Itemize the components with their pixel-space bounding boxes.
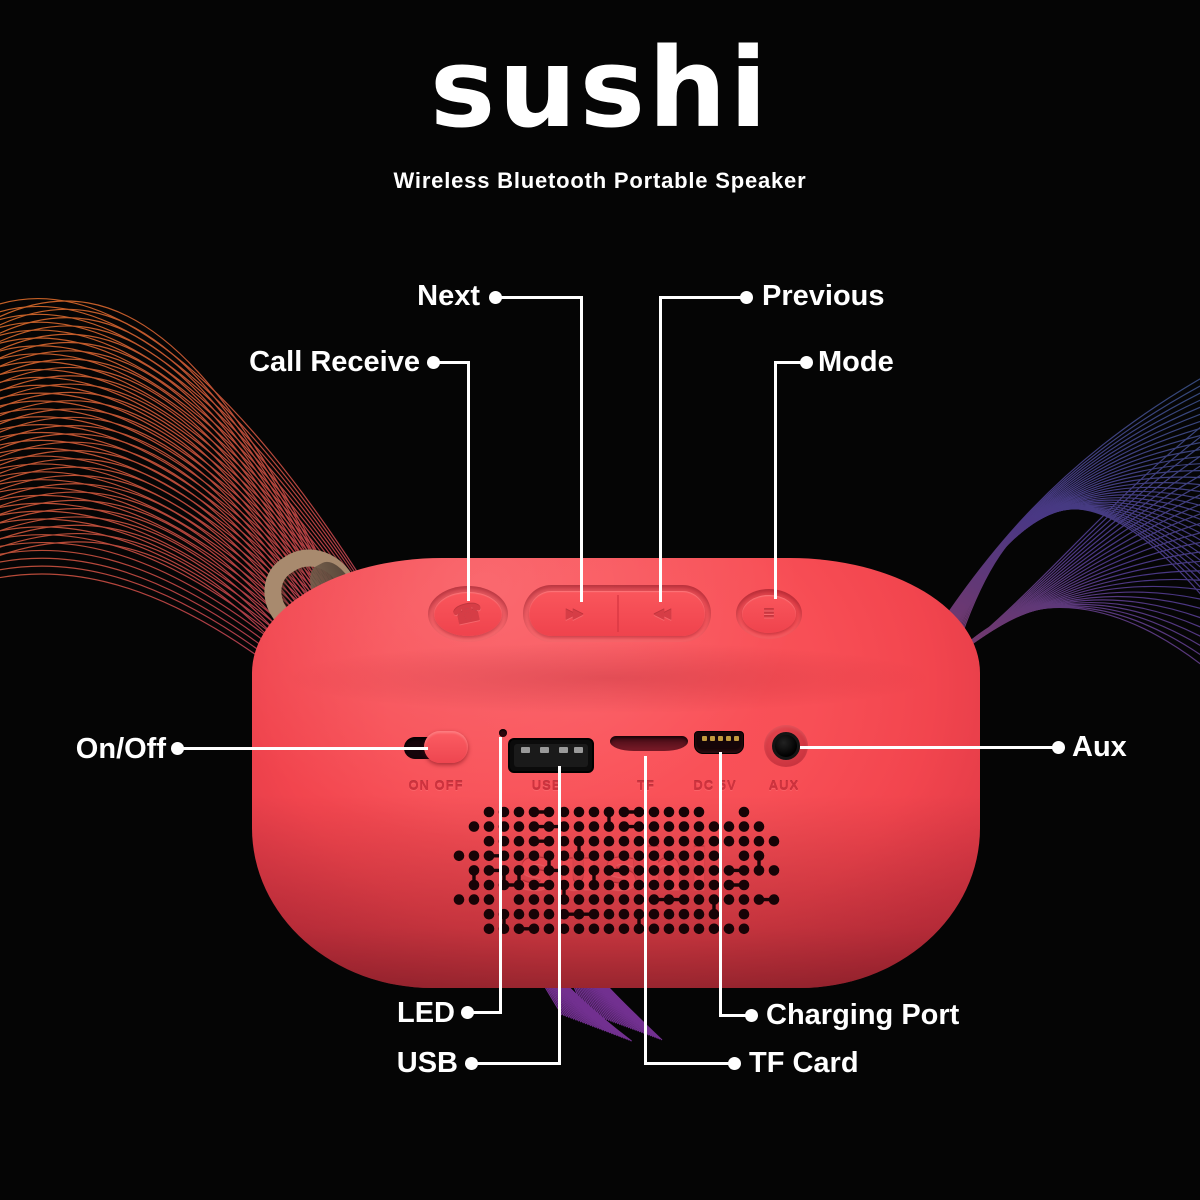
previous-icon: ◀◀ xyxy=(654,605,671,621)
callout-dot-led xyxy=(461,1006,474,1019)
callout-line-mode-v xyxy=(774,361,777,599)
callout-dot-onoff xyxy=(171,742,184,755)
callout-line-usb-h xyxy=(472,1062,561,1065)
callout-label-mode: Mode xyxy=(818,346,894,378)
call-receive-icon: ☎ xyxy=(450,597,486,631)
callout-line-next-h xyxy=(495,296,583,299)
callout-label-onoff: On/Off xyxy=(75,733,166,765)
callout-line-previous-v xyxy=(659,296,662,602)
speaker-body xyxy=(252,558,980,988)
mode-button: ≡ xyxy=(736,589,802,639)
callout-dot-aux xyxy=(1052,741,1065,754)
charging-port xyxy=(694,731,744,754)
callout-line-charging-port-v xyxy=(719,752,722,1017)
on-off-switch xyxy=(424,731,468,763)
usb-port-inner xyxy=(514,744,588,767)
callout-label-previous: Previous xyxy=(762,280,885,312)
callout-line-onoff-h xyxy=(178,747,428,750)
callout-dot-next xyxy=(489,291,502,304)
callout-label-charging-port: Charging Port xyxy=(766,999,960,1031)
callout-line-next-v xyxy=(580,296,583,602)
button-divider xyxy=(617,595,619,632)
usb-port xyxy=(508,738,594,773)
speaker-top-ridge-shadow xyxy=(280,642,940,714)
mode-icon: ≡ xyxy=(763,602,775,625)
callout-label-call-receive: Call Receive xyxy=(249,346,420,378)
brand-logo: sushi xyxy=(429,24,771,152)
previous-button: ◀◀ xyxy=(617,591,705,636)
callout-line-previous-h xyxy=(659,296,747,299)
led-indicator xyxy=(499,729,507,737)
port-label-dc: DC 5V xyxy=(693,778,737,793)
port-label-onoff: ON OFF xyxy=(408,778,464,793)
callout-line-tf-card-v xyxy=(644,756,647,1065)
callout-line-mode-h xyxy=(774,361,807,364)
callout-dot-previous xyxy=(740,291,753,304)
callout-dot-charging-port xyxy=(745,1009,758,1022)
port-label-usb: USB xyxy=(531,778,563,793)
speaker-grille xyxy=(453,806,780,935)
tf-card-slot xyxy=(610,736,688,751)
next-icon: ▶▶ xyxy=(566,605,583,621)
next-button: ▶▶ xyxy=(529,591,617,636)
callout-label-aux: Aux xyxy=(1072,731,1127,763)
callout-dot-tf-card xyxy=(728,1057,741,1070)
callout-line-led-h xyxy=(468,1011,502,1014)
callout-line-call-receive-v xyxy=(467,361,470,601)
callout-line-call-receive-h xyxy=(434,361,470,364)
callout-label-next: Next xyxy=(417,280,480,312)
callout-line-charging-port-h xyxy=(719,1014,752,1017)
brand-tagline: Wireless Bluetooth Portable Speaker xyxy=(393,168,807,193)
callout-line-usb-v xyxy=(558,766,561,1065)
aux-jack-hole xyxy=(772,732,800,760)
port-label-aux: AUX xyxy=(768,778,800,793)
callout-dot-usb xyxy=(465,1057,478,1070)
callout-label-led: LED xyxy=(397,997,455,1029)
callout-label-tf-card: TF Card xyxy=(749,1047,859,1079)
callout-line-tf-card-h xyxy=(644,1062,735,1065)
callout-line-aux-h xyxy=(800,746,1059,749)
callout-label-usb: USB xyxy=(396,1047,458,1079)
callout-dot-call-receive xyxy=(427,356,440,369)
callout-line-led-v xyxy=(499,737,502,1014)
callout-dot-mode xyxy=(800,356,813,369)
track-buttons: ▶▶ ◀◀ xyxy=(523,585,711,642)
